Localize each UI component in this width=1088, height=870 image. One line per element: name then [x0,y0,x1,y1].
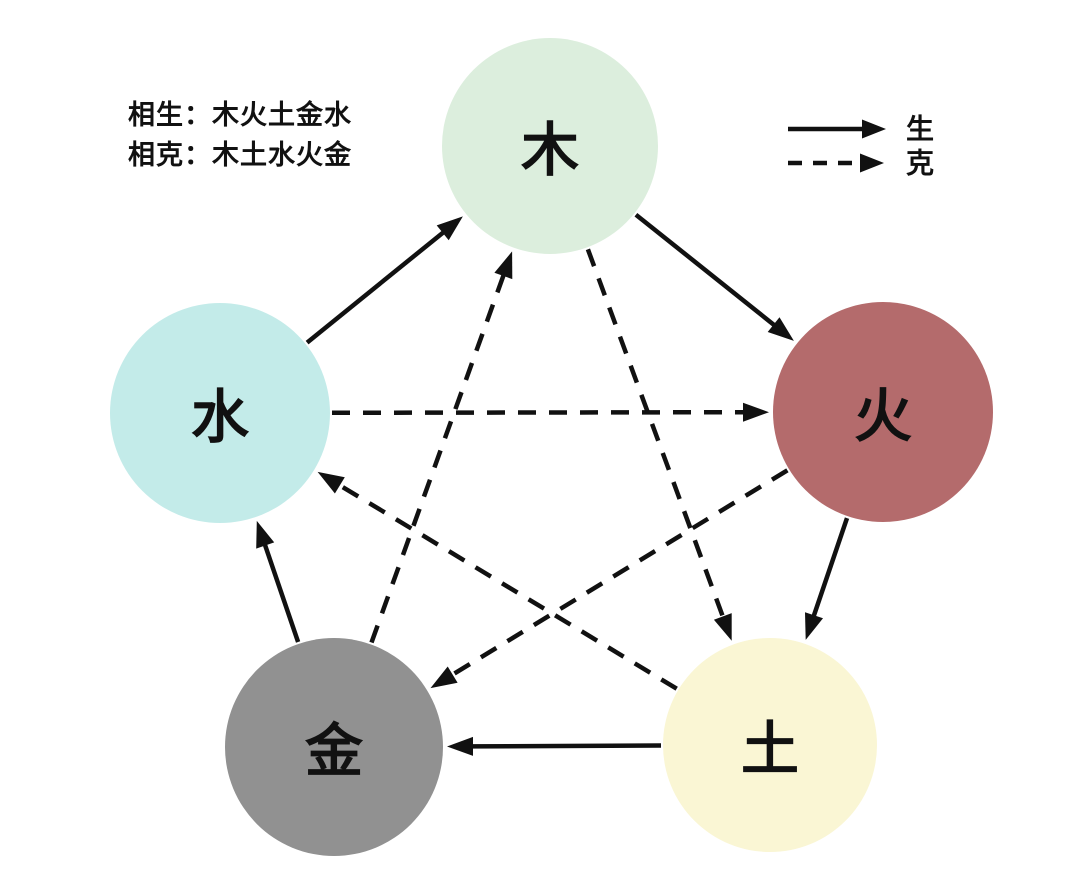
node-earth-label: 土 [741,715,799,783]
edge-line [305,227,449,345]
arrowhead-icon [317,471,345,494]
edge-line [261,540,301,643]
edge-line [369,270,508,644]
node-fire-label: 火 [854,382,912,450]
edge-earth-water-ke [317,471,678,691]
edge-earth-metal-sheng [447,736,662,756]
edge-wood-fire-sheng [634,212,794,341]
caption-ke-sequence: 相克：木土水火金 [128,140,352,171]
node-metal-circle [225,638,443,856]
legend: 生 克 [788,113,934,180]
node-water: 水 [110,303,330,523]
arrowhead-icon [436,216,463,241]
edge-fire-earth-sheng [805,517,850,640]
edge-line [585,248,727,622]
node-fire: 火 [773,302,993,522]
edge-water-fire-ke [331,402,769,422]
edge-wood-earth-ke [585,248,732,641]
edge-fire-metal-ke [430,468,789,689]
node-fire-circle [773,302,993,522]
arrowhead-icon [430,666,458,689]
node-wood-label: 木 [521,116,579,184]
edge-line [810,517,850,621]
legend-sheng-arrowhead-icon [862,119,886,139]
node-earth-circle [663,638,877,852]
node-wood: 木 [442,38,658,254]
legend-ke-label: 克 [906,147,934,180]
legend-ke-row: 克 [788,147,934,180]
arrowhead-icon [447,736,473,756]
node-water-label: 水 [191,383,250,451]
legend-ke-arrowhead-icon [860,153,884,173]
arrowhead-icon [256,520,275,549]
node-metal: 金 [225,638,443,856]
edge-metal-water-sheng [256,520,301,643]
legend-sheng-label: 生 [906,113,934,146]
arrowhead-icon [767,317,794,341]
legend-sheng-row: 生 [788,113,934,146]
arrowhead-icon [713,613,732,641]
arrowhead-icon [805,612,823,640]
edge-metal-wood-ke [369,251,513,644]
edge-line [334,480,678,691]
caption: 相生：木火土金水 相克：木土水火金 [128,96,352,176]
arrowhead-icon [494,251,513,280]
arrowhead-icon [743,402,769,422]
edge-line [634,212,779,330]
edge-line [447,468,789,680]
edge-line [467,743,662,749]
node-earth: 土 [663,638,877,852]
caption-sheng-sequence: 相生：木火土金水 [128,100,352,131]
edge-line [331,409,749,416]
node-metal-label: 金 [305,717,364,785]
edge-water-wood-sheng [305,216,463,345]
node-wood-circle [442,38,658,254]
node-water-circle [110,303,330,523]
